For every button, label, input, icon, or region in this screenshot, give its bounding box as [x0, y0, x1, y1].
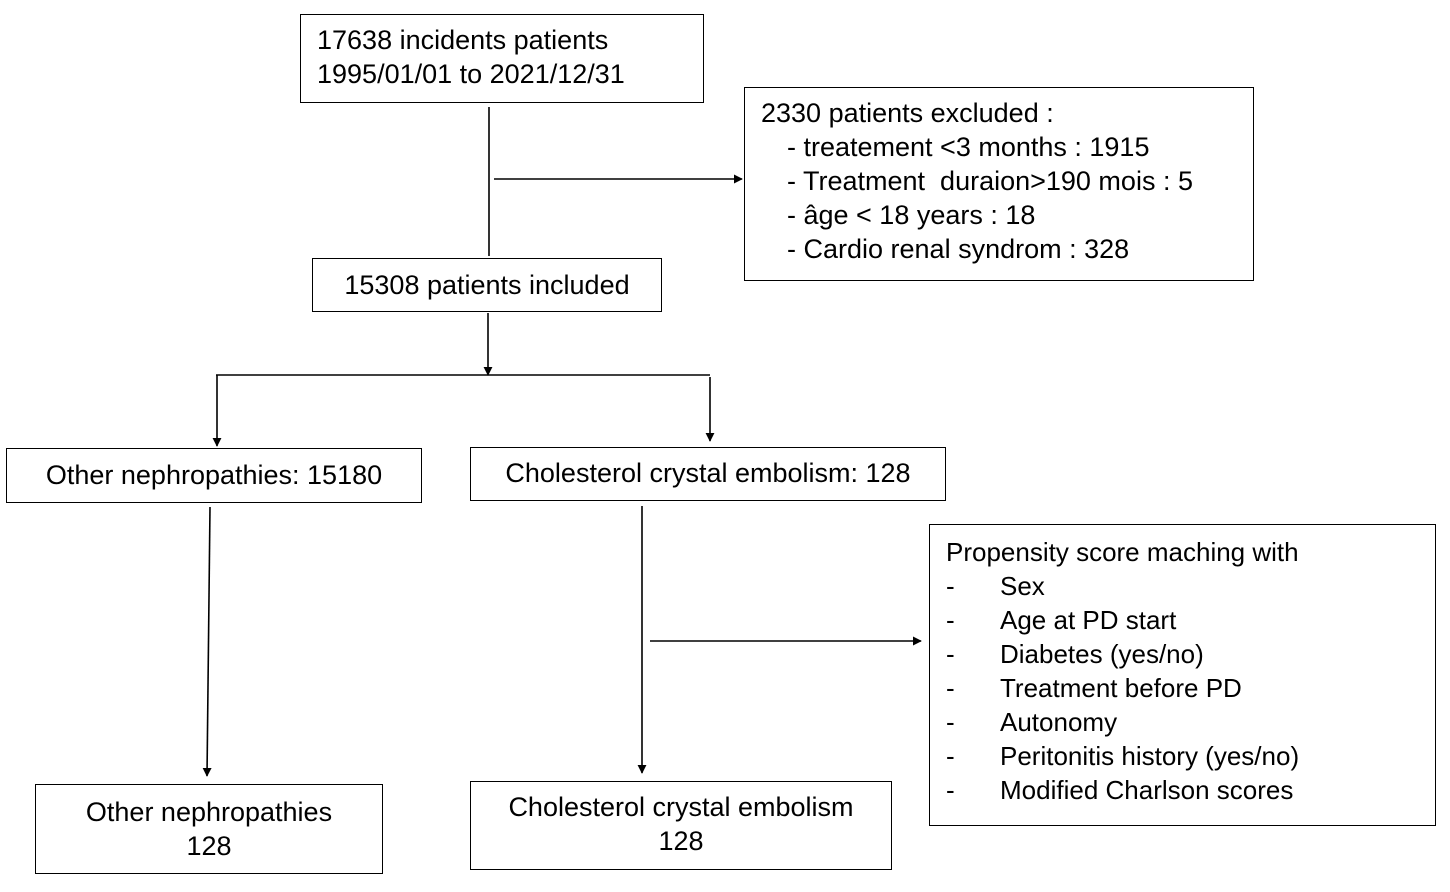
excluded-item: - Cardio renal syndrom : 328: [787, 234, 1130, 264]
other-down-arrow: [202, 506, 212, 777]
start-population-box: 17638 incidents patients 1995/01/01 to 2…: [300, 14, 704, 103]
criterion-item: - Modified Charlson scores: [946, 773, 1419, 807]
criterion-item: - Peritonitis history (yes/no): [946, 739, 1419, 773]
criterion-dash: -: [946, 775, 955, 805]
criterion-label: Diabetes (yes/no): [1000, 639, 1204, 669]
criterion-dash: -: [946, 673, 955, 703]
criterion-label: Peritonitis history (yes/no): [1000, 741, 1300, 771]
start-line-1: 17638 incidents patients: [317, 25, 609, 55]
criterion-dash: -: [946, 571, 955, 601]
included-label: 15308 patients included: [344, 270, 630, 300]
other-nephropathies-box: Other nephropathies: 15180: [6, 448, 422, 503]
propensity-matching-box: Propensity score maching with - Sex - Age …: [929, 524, 1436, 826]
excluded-title: 2330 patients excluded :: [761, 98, 1054, 128]
criterion-label: Sex: [1000, 571, 1045, 601]
other-nephropathies-label: Other nephropathies: 15180: [45, 460, 383, 490]
criterion-item: - Diabetes (yes/no): [946, 637, 1419, 671]
criterion-label: Age at PD start: [1000, 605, 1177, 635]
cce-final-line-1: Cholesterol crystal embolism: [508, 792, 854, 822]
criterion-dash: -: [946, 741, 955, 771]
cholesterol-embolism-label: Cholesterol crystal embolism: 128: [505, 458, 911, 488]
cholesterol-embolism-final-box: Cholesterol crystal embolism 128: [470, 781, 892, 870]
criterion-label: Modified Charlson scores: [1000, 775, 1294, 805]
cce-final-line-2: 128: [658, 826, 704, 856]
other-nephropathies-final-box: Other nephropathies 128: [35, 784, 383, 874]
excluded-item: - treatement <3 months : 1915: [787, 132, 1150, 162]
criterion-dash: -: [946, 639, 955, 669]
cholesterol-embolism-box: Cholesterol crystal embolism: 128: [470, 447, 946, 501]
criterion-item: - Sex: [946, 569, 1419, 603]
criterion-item: - Autonomy: [946, 705, 1419, 739]
criterion-label: Treatment before PD: [1000, 673, 1242, 703]
other-final-line-1: Other nephropathies: [85, 797, 333, 827]
other-final-line-2: 128: [186, 831, 232, 861]
included-patients-box: 15308 patients included: [312, 258, 662, 312]
start-line-2: 1995/01/01 to 2021/12/31: [317, 59, 625, 89]
excluded-patients-box: 2330 patients excluded : - treatement <3…: [744, 87, 1254, 281]
excluded-item: - Treatment duraion>190 mois : 5: [787, 166, 1193, 196]
excluded-item: - âge < 18 years : 18: [787, 200, 1036, 230]
propensity-title: Propensity score maching with: [946, 537, 1299, 567]
criterion-dash: -: [946, 605, 955, 635]
criterion-label: Autonomy: [1000, 707, 1118, 737]
criterion-item: - Treatment before PD: [946, 671, 1419, 705]
criterion-dash: -: [946, 707, 955, 737]
criterion-item: - Age at PD start: [946, 603, 1419, 637]
